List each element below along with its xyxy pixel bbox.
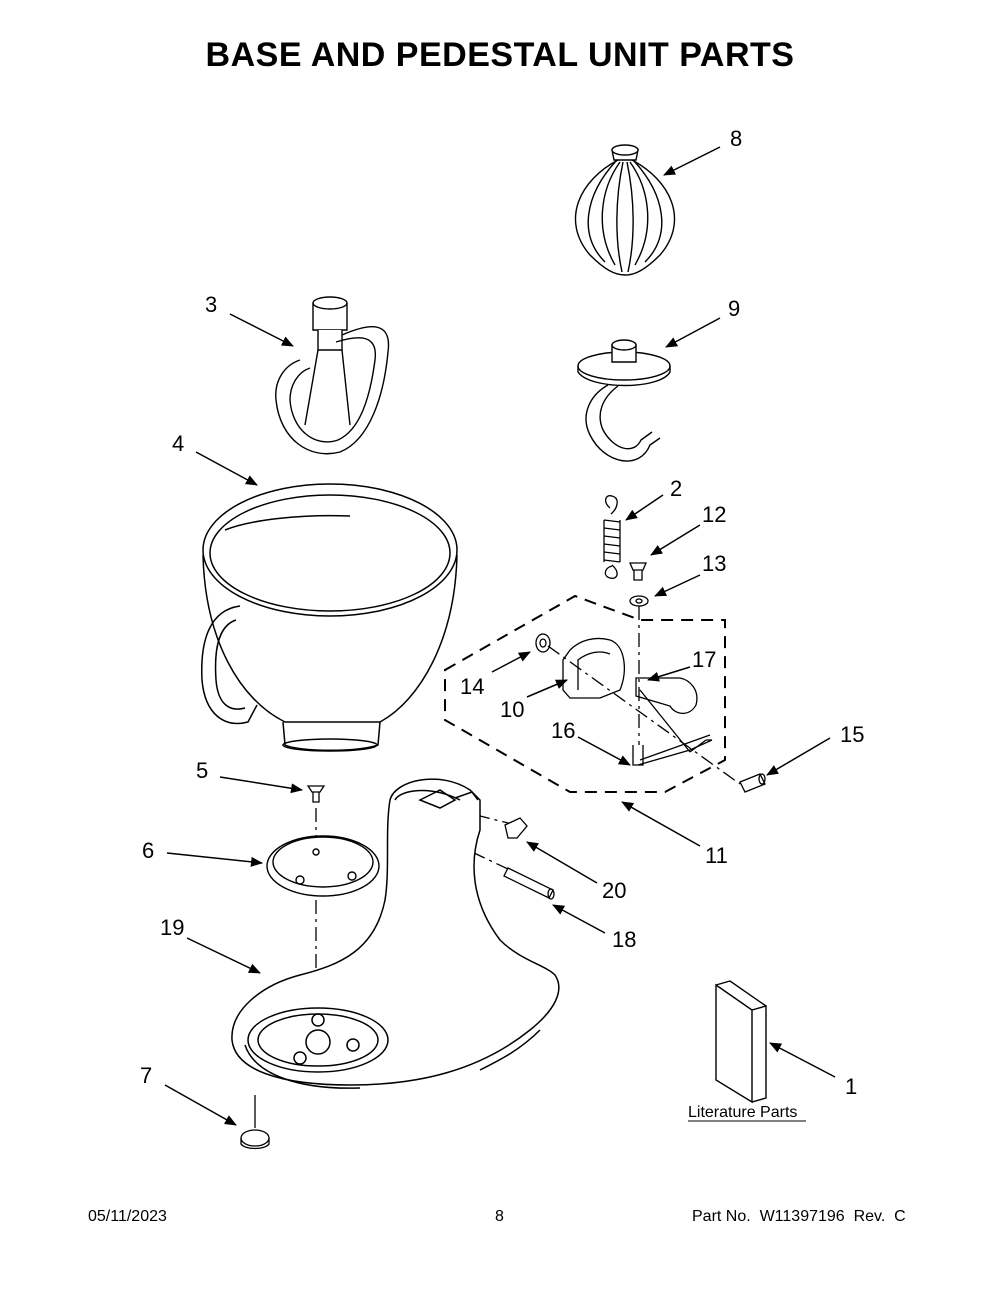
callout-9: 9 (728, 296, 740, 321)
callout-5: 5 (196, 758, 208, 783)
callout-7: 7 (140, 1063, 152, 1088)
part-hinge-assembly (535, 633, 713, 766)
footer-part-number: Part No. W11397196 Rev. C (692, 1208, 906, 1225)
part-hinge-pin-18 (503, 867, 555, 900)
callout-10: 10 (500, 697, 524, 722)
callout-17: 17 (692, 647, 716, 672)
part-screw-12 (629, 562, 647, 581)
callout-14: 14 (460, 674, 484, 699)
part-mixing-bowl (201, 483, 458, 752)
callout-6: 6 (142, 838, 154, 863)
part-pedestal-base (231, 778, 560, 1089)
leader-arrows (164, 146, 836, 1126)
part-washer-13 (629, 595, 649, 607)
part-foot-7 (240, 1095, 270, 1150)
callout-8: 8 (730, 126, 742, 151)
callout-labels: 8 9 3 4 2 12 13 17 14 10 16 15 11 5 6 19… (140, 126, 864, 1099)
callout-1: 1 (845, 1074, 857, 1099)
part-wire-whip (574, 144, 676, 276)
callout-12: 12 (702, 502, 726, 527)
part-latch-20 (504, 817, 528, 839)
callout-19: 19 (160, 915, 184, 940)
part-base-plate (266, 835, 380, 897)
callout-18: 18 (612, 927, 636, 952)
callout-20: 20 (602, 878, 626, 903)
part-dough-hook (577, 339, 671, 462)
callout-16: 16 (551, 718, 575, 743)
assembly-boundary-11 (444, 594, 726, 793)
callout-2: 2 (670, 476, 682, 501)
page-title: BASE AND PEDESTAL UNIT PARTS (205, 36, 795, 74)
callout-11: 11 (705, 843, 728, 868)
literature-label: Literature Parts (688, 1104, 797, 1121)
callout-4: 4 (172, 431, 184, 456)
part-pin-15 (739, 773, 766, 793)
part-literature (715, 980, 767, 1104)
footer-page-number: 8 (495, 1208, 504, 1225)
part-flat-beater (275, 296, 390, 455)
footer-date: 05/11/2023 (88, 1208, 167, 1225)
callout-15: 15 (840, 722, 864, 747)
callout-13: 13 (702, 551, 726, 576)
callout-3: 3 (205, 292, 217, 317)
part-spring (603, 495, 621, 579)
part-screw-5 (306, 785, 326, 803)
